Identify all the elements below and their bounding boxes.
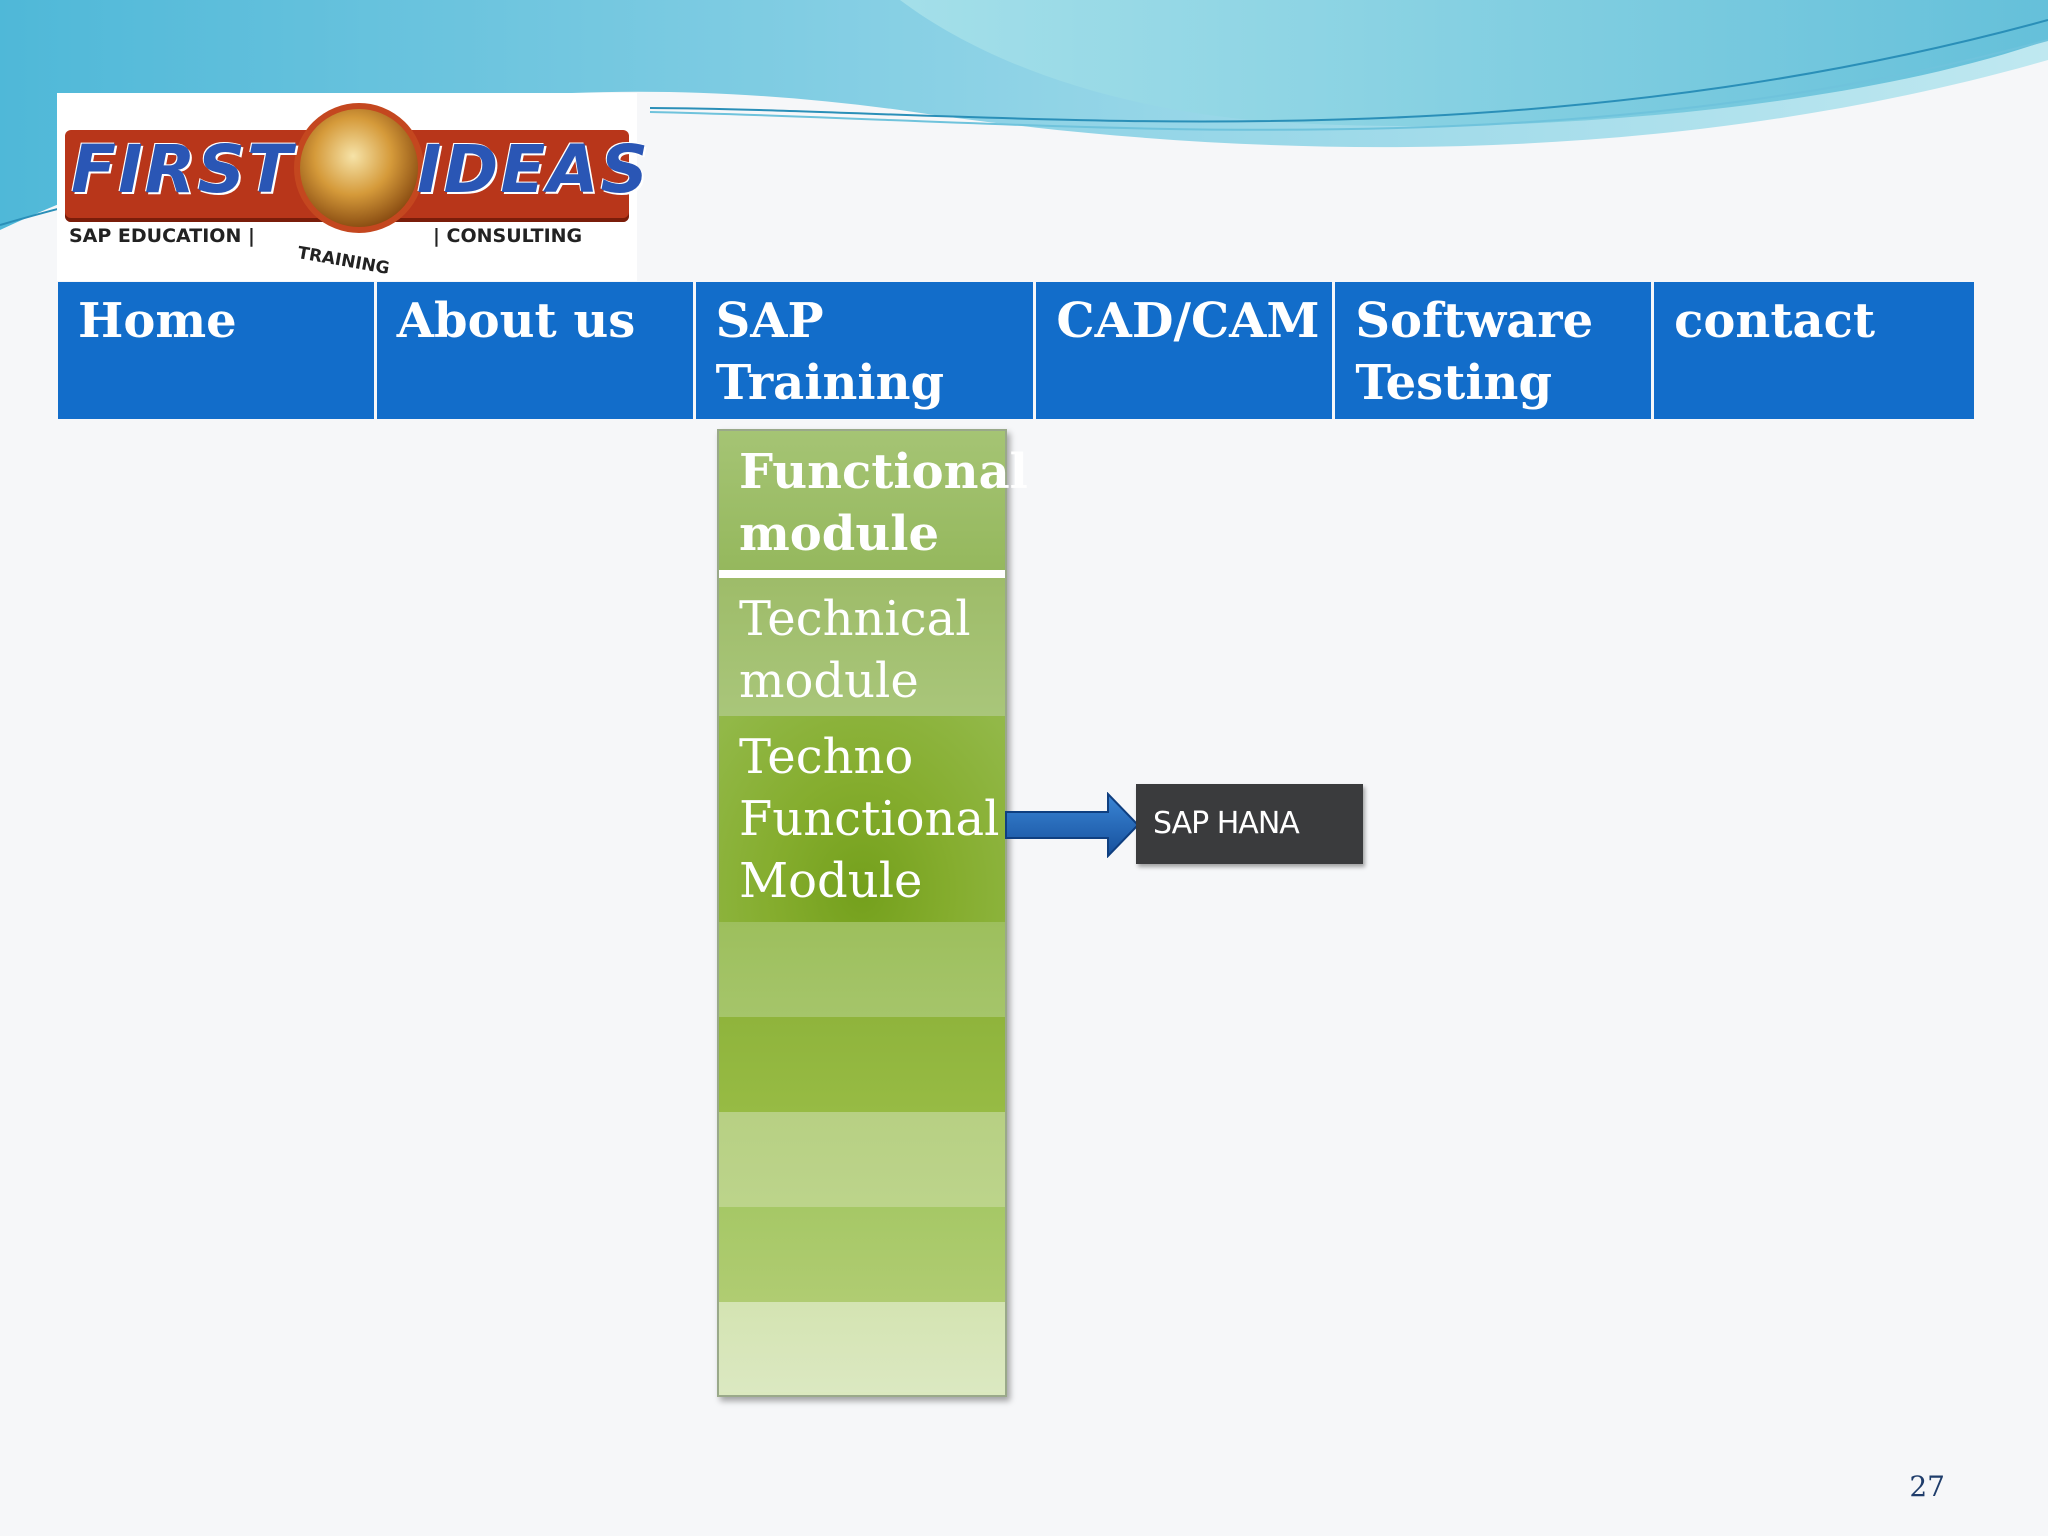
first-ideas-logo[interactable]: FIRST IDEAS SAP EDUCATION | | CONSULTING…: [57, 93, 648, 281]
nav-item-contact[interactable]: contact: [1654, 282, 1974, 419]
dropdown-item-technical-module[interactable]: Technical module: [719, 578, 1005, 716]
sap-training-dropdown: Functional module Technical module Techn…: [717, 429, 1028, 1397]
nav-item-sap-training[interactable]: SAP Training: [695, 282, 1034, 419]
globe-icon: [294, 103, 424, 233]
slide-number: 27: [1909, 1470, 1945, 1503]
logo-tagline-consulting: | CONSULTING: [433, 225, 583, 247]
dropdown-empty-slot: [719, 1112, 1005, 1207]
nav-item-cad-cam[interactable]: CAD/CAM: [1036, 282, 1333, 419]
logo-tagline-education: SAP EDUCATION |: [69, 225, 255, 247]
nav-item-about-us[interactable]: About us: [376, 282, 693, 419]
dropdown-item-functional-module[interactable]: Functional module: [719, 431, 1028, 578]
logo-word-first: FIRST: [71, 131, 295, 208]
dropdown-empty-slot: [719, 922, 1005, 1017]
logo-tagline-training: TRAINING: [295, 243, 391, 279]
main-navigation: Home About us SAP Training CAD/CAM Softw…: [58, 282, 1974, 419]
nav-item-home[interactable]: Home: [58, 282, 374, 419]
dropdown-empty-slot: [719, 1017, 1005, 1112]
dropdown-empty-slot: [719, 1207, 1005, 1302]
dropdown-empty-slot: [719, 1302, 1005, 1392]
dropdown-item-techno-functional-module[interactable]: Techno Functional Module: [719, 716, 1005, 922]
logo-word-ideas: IDEAS: [417, 131, 651, 208]
right-arrow-icon: [1005, 792, 1140, 858]
nav-item-software-testing[interactable]: Software Testing: [1335, 282, 1652, 419]
submenu-item-sap-hana[interactable]: SAP HANA: [1136, 784, 1363, 864]
